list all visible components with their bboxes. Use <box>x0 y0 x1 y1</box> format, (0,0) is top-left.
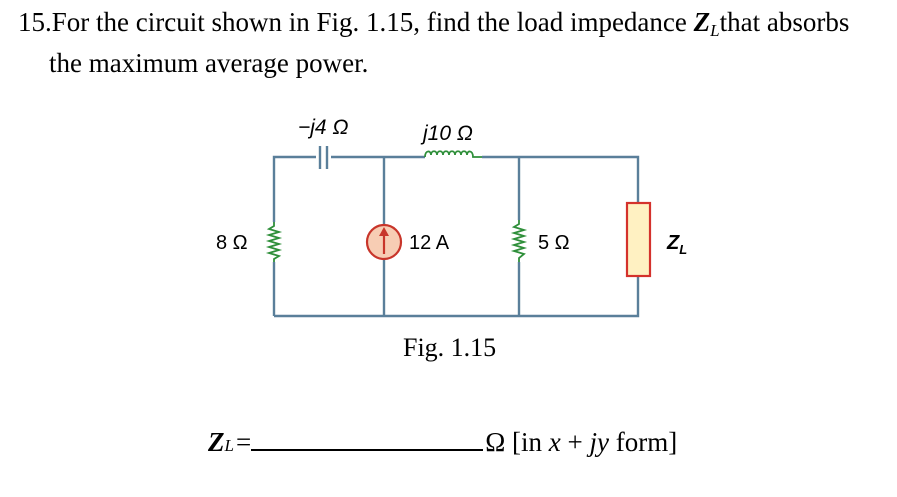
load-label-sub: L <box>679 242 687 257</box>
wire-top-right <box>482 155 640 203</box>
inductor-label: j10 Ω <box>420 122 473 145</box>
answer-unit-text3: form] <box>609 427 678 457</box>
answer-equals: = <box>235 427 252 457</box>
capacitor-label: −j4 Ω <box>298 116 348 139</box>
question-symbol-z: Z <box>693 7 711 37</box>
answer-unit-omega: Ω <box>485 427 506 457</box>
answer-unit-text2: + <box>560 427 590 457</box>
answer-unit-x: x <box>548 427 561 457</box>
question-text-after: that absorbs <box>719 7 850 37</box>
current-source <box>365 223 403 261</box>
current-source-label: 12 A <box>409 232 450 254</box>
answer-blank-input[interactable] <box>251 425 484 451</box>
resistor-5-ohm-label: 5 Ω <box>538 232 570 254</box>
question-symbol-sub: L <box>710 21 720 40</box>
wire-top-left <box>272 155 316 222</box>
question-number: 15. <box>18 7 52 37</box>
answer-unit: Ω [in x + jy form] <box>485 427 677 458</box>
capacitor <box>318 146 329 169</box>
question-line-2: the maximum average power. <box>49 48 369 78</box>
wire-bottom <box>274 276 640 318</box>
load-label: ZL <box>666 232 687 257</box>
answer-symbol-z: Z <box>208 427 225 457</box>
resistor-5-ohm <box>510 220 528 262</box>
figure-caption: Fig. 1.15 <box>403 333 497 362</box>
load-label-symbol: Z <box>666 232 680 254</box>
resistor-8-ohm <box>265 222 283 262</box>
inductor <box>424 150 482 158</box>
load-impedance-box <box>625 201 652 278</box>
circuit-wires <box>272 155 640 318</box>
resistor-8-ohm-label: 8 Ω <box>216 232 248 254</box>
question-text-before: For the circuit shown in Fig. 1.15, find… <box>51 7 694 37</box>
answer-unit-jy: jy <box>589 427 610 457</box>
answer-unit-text1: [in <box>505 427 549 457</box>
question-text: 15.For the circuit shown in Fig. 1.15, f… <box>18 6 849 79</box>
answer-symbol-sub: L <box>224 436 234 455</box>
